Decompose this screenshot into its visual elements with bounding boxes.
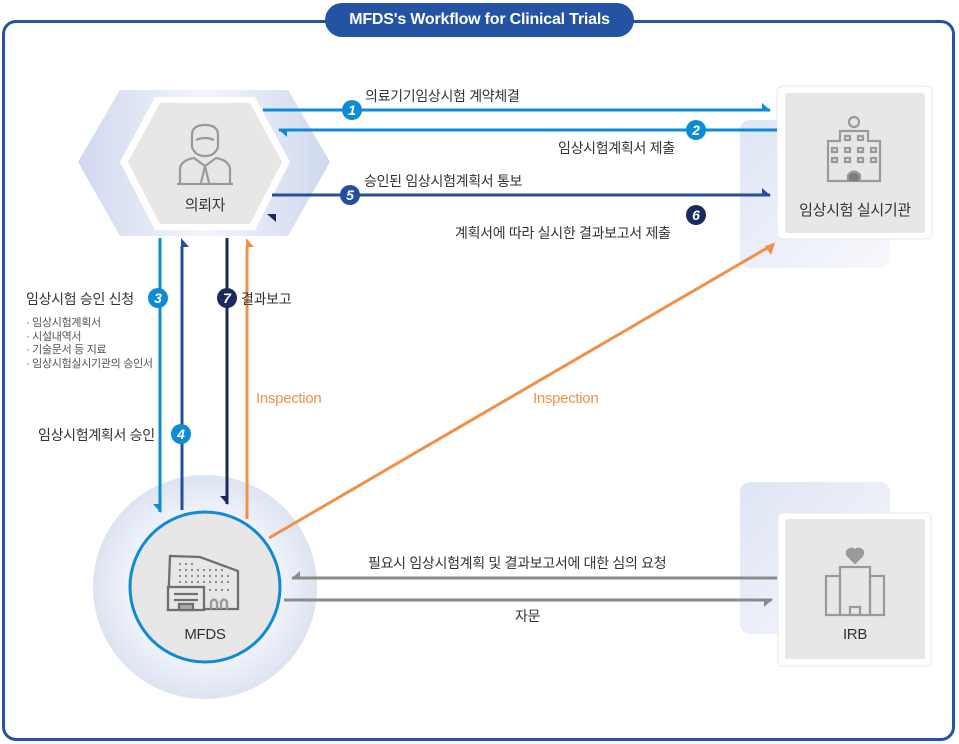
inspection-label-sponsor: Inspection (256, 390, 322, 407)
document-item: · 기술문서 등 지료 (26, 344, 107, 356)
step-badge-7: 7 (217, 288, 237, 308)
diagram-title: MFDS's Workflow for Clinical Trials (325, 3, 634, 37)
step-badge-3: 3 (148, 288, 168, 308)
government-building-icon (166, 554, 240, 612)
step-label-6: 계획서에 따라 실시한 결과보고서 제출 (455, 225, 671, 241)
mfds-label: MFDS (184, 626, 226, 643)
step-label-7: 결과보고 (241, 291, 292, 307)
step-badge-5: 5 (340, 185, 360, 205)
step-badge-2: 2 (686, 120, 706, 140)
document-item: · 임상시험계획서 (26, 317, 101, 329)
arrow-step-4 (180, 238, 189, 510)
irb-building-heart-icon (824, 547, 886, 617)
mfds-node (93, 475, 317, 699)
irb-label: IRB (842, 626, 868, 643)
sponsor-node (78, 90, 330, 236)
arrow-step-7 (220, 238, 229, 505)
institution-label: 임상시험 실시기관 (799, 202, 911, 219)
step-badge-4: 4 (171, 424, 191, 444)
step-label-5: 승인된 임상시험계획서 통보 (364, 173, 523, 189)
sponsor-label: 의뢰자 (184, 197, 226, 214)
step-label-4: 임상시험계획서 승인 (38, 427, 155, 443)
irb-request-label: 필요시 임상시험계획 및 결과보고서에 대한 심의 요청 (368, 555, 667, 571)
arrow-inspection-sponsor (245, 238, 254, 519)
arrow-inspection-institution (268, 242, 775, 540)
step-badge-6: 6 (686, 205, 706, 225)
step-label-1: 의료기기임상시험 계약체결 (365, 88, 520, 104)
institution-node (740, 85, 933, 268)
inspection-label-institution: Inspection (533, 390, 599, 407)
arrow-irb-request (291, 571, 777, 580)
irb-node (740, 482, 932, 667)
document-item: · 시설내역서 (26, 330, 82, 343)
hospital-icon (826, 115, 882, 183)
step-label-2: 임상시험계획서 제출 (558, 140, 675, 156)
doctor-icon (177, 123, 233, 186)
arrow-irb-advice (284, 598, 773, 607)
step-label-3: 임상시험 승인 신청 (26, 291, 134, 307)
step-badge-1: 1 (342, 100, 362, 120)
document-item: · 임상시험실시기관의 승인서 (26, 357, 153, 370)
step-3-documents: · 임상시험계획서 · 시설내역서 · 기술문서 등 지료 · 임상시험실시기관… (26, 317, 153, 371)
arrow-step-3 (153, 238, 162, 513)
irb-advice-label: 자문 (515, 608, 541, 624)
